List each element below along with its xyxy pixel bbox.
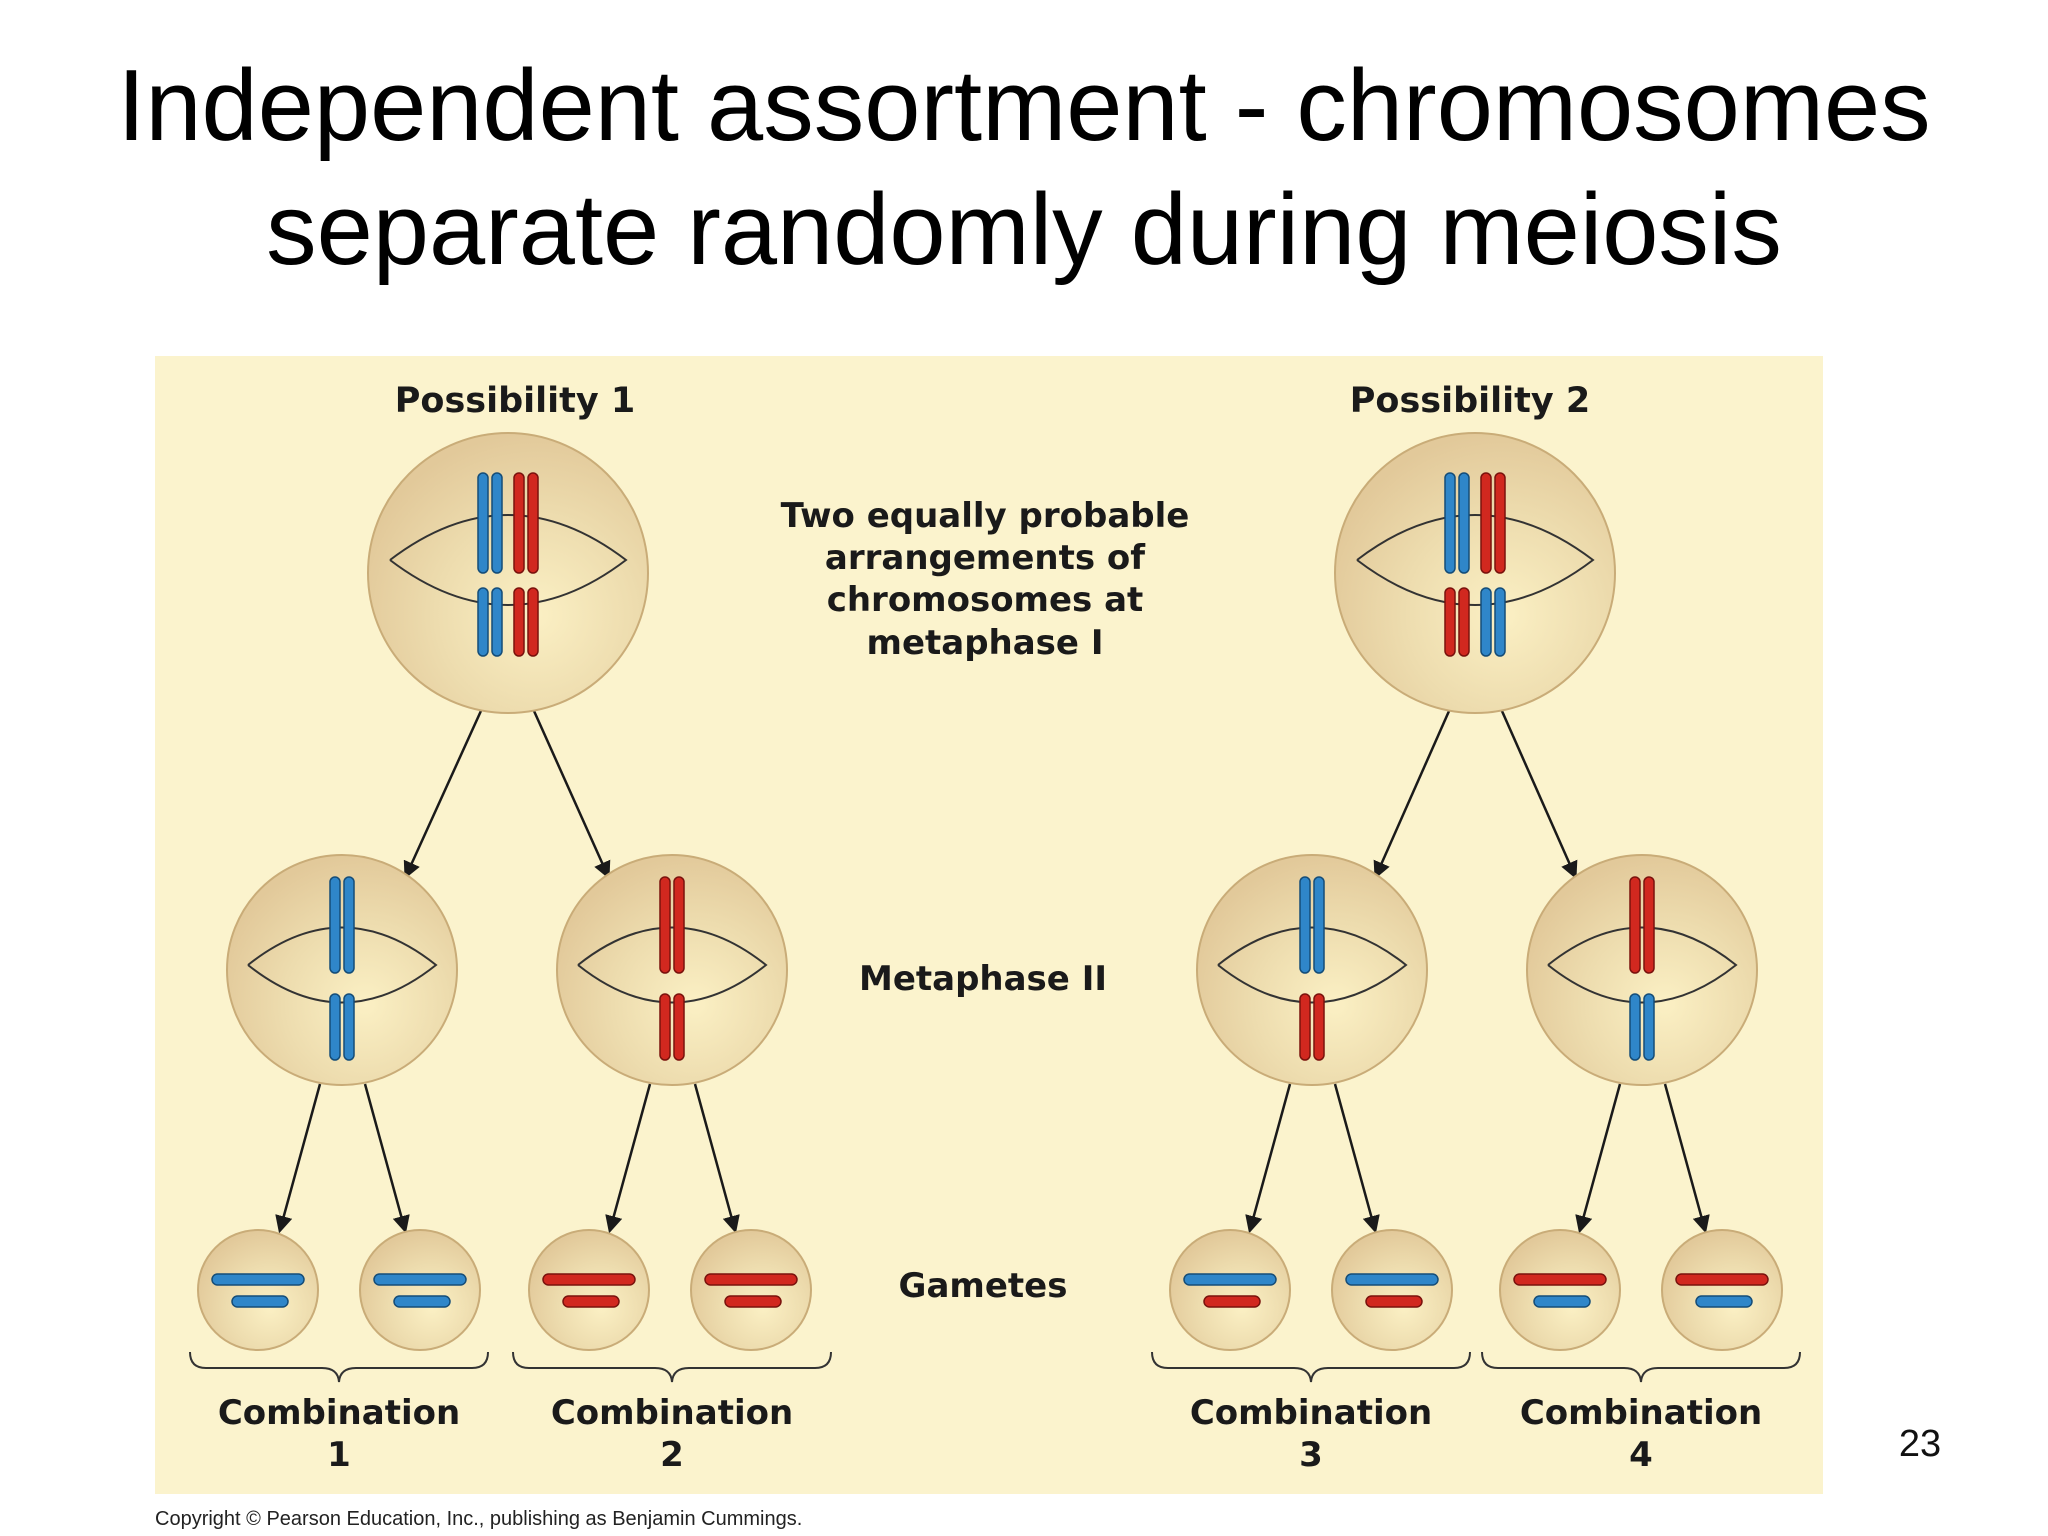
metaphase1-cell-possibility-1: [367, 432, 649, 714]
spindle: [1217, 926, 1408, 1004]
gamete-6: [1331, 1229, 1453, 1351]
cell-membrane: [367, 432, 649, 714]
metaphase2-label: Metaphase II: [859, 959, 1107, 999]
combination-2-number: 2: [660, 1435, 684, 1475]
chromosome-red: [513, 472, 539, 574]
arrow: [1496, 701, 1578, 880]
cell-membrane: [1196, 854, 1428, 1086]
possibility-1-label: Possibility 1: [395, 381, 636, 421]
chromosome-blue: [1299, 876, 1325, 974]
arrow: [1333, 1083, 1380, 1234]
chromosome-red: [659, 993, 685, 1061]
chromosome-blue: [1480, 587, 1506, 657]
chromosome-red: [1299, 993, 1325, 1061]
arrow: [1575, 1083, 1622, 1234]
chromosome-blue: [329, 993, 355, 1061]
chromosome-red: [1629, 876, 1655, 974]
combination-4-word: Combination: [1520, 1393, 1762, 1433]
brace-2: [512, 1351, 832, 1383]
chromosome-blue: [329, 876, 355, 974]
spindle: [1547, 926, 1738, 1004]
gamete-3: [528, 1229, 650, 1351]
spindle: [389, 514, 628, 606]
gamete-1: [197, 1229, 319, 1351]
metaphase1-caption-line-3: chromosomes at: [827, 580, 1144, 620]
cell-membrane: [1334, 432, 1616, 714]
arrow: [605, 1083, 652, 1234]
combination-1-word: Combination: [218, 1393, 460, 1433]
possibility-2-label: Possibility 2: [1350, 381, 1591, 421]
cell-membrane: [556, 854, 788, 1086]
combination-3-word: Combination: [1190, 1393, 1432, 1433]
arrow: [1245, 1083, 1292, 1234]
chromosome-blue: [1629, 993, 1655, 1061]
metaphase2-cell-1: [226, 854, 458, 1086]
metaphase2-cell-2: [556, 854, 788, 1086]
chromosome-blue: [477, 472, 503, 574]
cell-membrane: [1526, 854, 1758, 1086]
arrow: [693, 1083, 740, 1234]
metaphase1-caption-line-4: metaphase I: [867, 623, 1104, 663]
brace-3: [1151, 1351, 1471, 1383]
spindle: [247, 926, 438, 1004]
metaphase1-cell-possibility-2: [1334, 432, 1616, 714]
title-line-1: Independent assortment - chromosomes: [117, 50, 1931, 162]
arrow: [275, 1083, 322, 1234]
gamete-4: [690, 1229, 812, 1351]
metaphase1-caption-line-1: Two equally probable: [781, 496, 1190, 536]
slide-title: Independent assortment - chromosomes sep…: [0, 44, 2048, 292]
arrows: [275, 701, 1710, 1234]
combination-1-number: 1: [327, 1435, 351, 1475]
metaphase2-cell-4: [1526, 854, 1758, 1086]
cell-membrane: [226, 854, 458, 1086]
combination-2-word: Combination: [551, 1393, 793, 1433]
chromosome-red: [1444, 587, 1470, 657]
title-line-2: separate randomly during meiosis: [266, 174, 1782, 286]
combination-3-number: 3: [1299, 1435, 1323, 1475]
spindle: [577, 926, 768, 1004]
gamete-8: [1661, 1229, 1783, 1351]
metaphase2-cell-3: [1196, 854, 1428, 1086]
metaphase1-caption-line-2: arrangements of: [825, 538, 1146, 578]
gamete-2: [359, 1229, 481, 1351]
chromosome-red: [513, 587, 539, 657]
combination-4-number: 4: [1629, 1435, 1653, 1475]
brace-4: [1481, 1351, 1801, 1383]
chromosome-red: [1480, 472, 1506, 574]
gamete-5: [1169, 1229, 1291, 1351]
gamete-7: [1499, 1229, 1621, 1351]
chromosome-blue: [477, 587, 503, 657]
combination-braces: [189, 1351, 1801, 1383]
arrow: [403, 701, 487, 880]
spindle: [1356, 514, 1595, 606]
gametes-label: Gametes: [899, 1266, 1068, 1306]
arrow: [1663, 1083, 1710, 1234]
brace-1: [189, 1351, 489, 1383]
copyright-notice: Copyright © Pearson Education, Inc., pub…: [155, 1508, 803, 1530]
arrow: [363, 1083, 410, 1234]
chromosome-blue: [1444, 472, 1470, 574]
arrow: [528, 701, 611, 880]
page-number: 23: [1898, 1423, 1942, 1465]
chromosome-red: [659, 876, 685, 974]
arrow: [1373, 701, 1455, 880]
